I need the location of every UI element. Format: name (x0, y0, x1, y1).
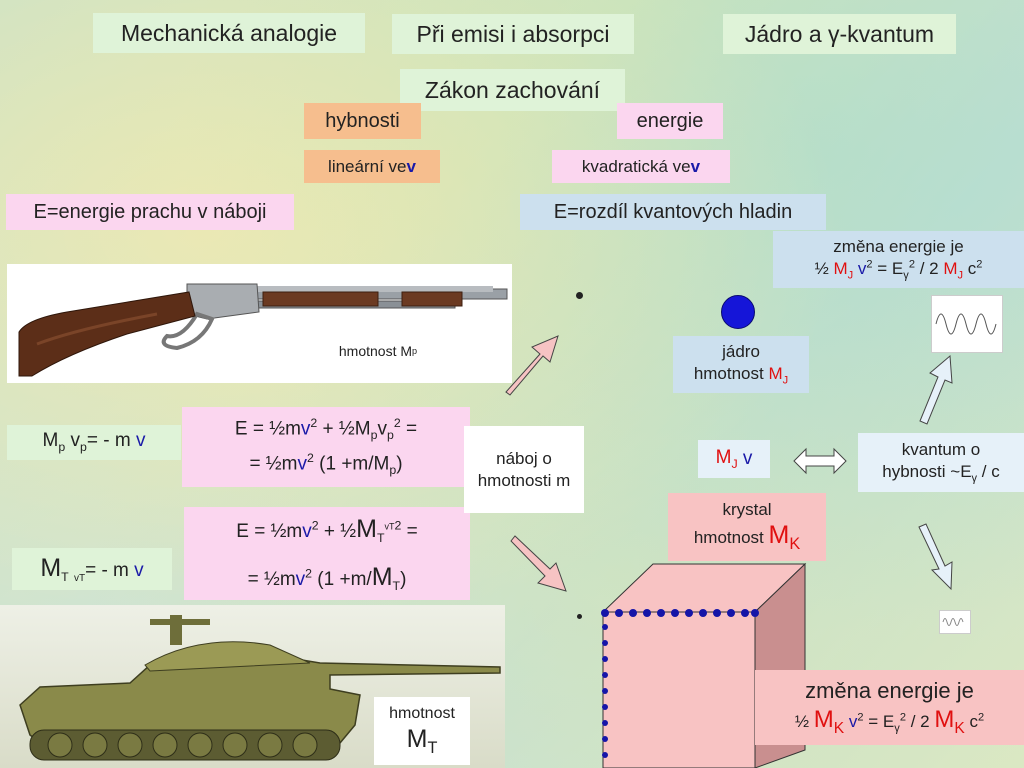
crystal-mass-symbol: MK (768, 521, 801, 554)
gamma-wave-small (939, 610, 971, 634)
nucleus-mass-symbol: MJ (768, 363, 789, 386)
gamma-wave-large (931, 295, 1003, 353)
rifle-momentum-eq: Mp vp= - m v (7, 425, 181, 460)
tank-energy-line2: = ½mv2 (1 +m/MT) (247, 562, 407, 593)
label-linear-v: v (406, 156, 416, 176)
label-momentum: hybnosti (304, 103, 421, 139)
rifle-energy-line1: E = ½mv2 + ½Mpvp2 = (234, 416, 418, 443)
label-quadratic-v: v (690, 156, 701, 176)
energy-change-crystal-title: změna energie je (805, 678, 974, 704)
label-quadratic: kvadratická ve v (552, 150, 730, 183)
tank-image: hmotnost MT (0, 605, 505, 768)
sine-wave-icon (935, 313, 997, 335)
nucleus-momentum-box: MJ v (698, 440, 770, 478)
projectile-dot-top (576, 292, 583, 299)
projectile-mass-text: náboj o hmotnosti m (477, 449, 571, 490)
arrow-up-to-wave-icon (919, 354, 953, 425)
header-emission-absorption-text: Při emisi i absorpci (416, 20, 610, 47)
tank-icon (19, 615, 501, 761)
energy-change-nucleus-title: změna energie je (833, 237, 964, 257)
quantum-label: kvantum o (901, 440, 981, 460)
crystal-mass: hmotnost MK (694, 520, 800, 554)
label-energy: energie (617, 103, 723, 139)
crystal-mass-box: krystal hmotnost MK (668, 493, 826, 561)
crystal-mass-text: hmotnost (693, 528, 769, 548)
label-quadratic-text: kvadratická ve (581, 156, 691, 176)
nucleus-circle (721, 295, 755, 329)
label-powder-energy: E=energie prachu v náboji (6, 194, 294, 230)
header-emission-absorption: Při emisi i absorpci (392, 14, 634, 54)
tank-energy-eq: E = ½mv2 + ½MTvT2 = = ½mv2 (1 +m/MT) (184, 507, 470, 600)
arrow-up-right-icon (505, 335, 559, 396)
tank-momentum-formula: MT vT= - m v (40, 553, 144, 584)
energy-change-crystal-formula: ½ MK v2 = Eγ2 / 2 MK c2 (794, 705, 985, 737)
label-linear: lineární ve v (304, 150, 440, 183)
double-arrow-icon (793, 447, 847, 475)
tank-mass-symbol: MT (406, 724, 438, 757)
arrow-down-right-icon (510, 535, 567, 592)
label-powder-energy-text: E=energie prachu v náboji (33, 200, 267, 223)
header-mechanical-analogy-text: Mechanická analogie (120, 19, 338, 46)
rifle-mass-text: hmotnost M (338, 343, 413, 360)
tank-mass-label: hmotnost (389, 704, 455, 722)
tank-momentum-eq: MT vT= - m v (12, 548, 172, 590)
quantum-momentum-line: hybnosti ~Eγ / c (882, 461, 1000, 484)
header-mechanical-analogy: Mechanická analogie (93, 13, 365, 53)
nucleus-momentum-mass: MJ (715, 446, 738, 471)
tank-mass-box: hmotnost MT (374, 697, 470, 765)
sine-wave-small-icon (942, 618, 964, 626)
header-conservation-law-text: Zákon zachování (424, 76, 601, 103)
projectile-mass-box: náboj o hmotnosti m (464, 426, 584, 513)
rifle-energy-line2: = ½mv2 (1 +m/Mp) (249, 451, 403, 478)
nucleus-mass: hmotnost MJ (694, 363, 788, 388)
rifle-momentum-formula: Mp vp= - m v (42, 430, 146, 455)
label-momentum-text: hybnosti (325, 109, 400, 132)
rifle-mass-sub: p (412, 346, 418, 357)
label-quantum-levels-text: E=rozdíl kvantových hladin (553, 200, 793, 223)
header-nucleus-gamma-text: Jádro a γ-kvantum (744, 20, 935, 47)
label-quantum-levels: E=rozdíl kvantových hladin (520, 194, 826, 230)
rifle-energy-eq: E = ½mv2 + ½Mpvp2 = = ½mv2 (1 +m/Mp) (182, 407, 470, 487)
crystal-label: krystal (722, 500, 772, 520)
nucleus-mass-box: jádro hmotnost MJ (673, 336, 809, 393)
label-linear-text: lineární ve (328, 156, 407, 176)
nucleus-label: jádro (722, 342, 760, 362)
energy-change-crystal: změna energie je ½ MK v2 = Eγ2 / 2 MK c2 (755, 670, 1024, 745)
quantum-momentum-text: hybnosti ~E (882, 461, 972, 481)
label-energy-text: energie (636, 109, 704, 132)
quantum-momentum-box: kvantum o hybnosti ~Eγ / c (858, 433, 1024, 492)
tank-energy-line1: E = ½mv2 + ½MTvT2 = (236, 515, 418, 545)
arrow-down-to-wave-icon (918, 523, 953, 591)
nucleus-mass-text: hmotnost (693, 363, 769, 383)
projectile-dot-bottom (577, 614, 582, 619)
crystal-cube (601, 562, 807, 768)
header-conservation-law: Zákon zachování (400, 69, 625, 111)
header-nucleus-gamma: Jádro a γ-kvantum (723, 14, 956, 54)
energy-change-nucleus-formula: ½ MJ v2 = Eγ2 / 2 MJ c2 (814, 257, 983, 281)
nucleus-momentum-v: v (742, 448, 753, 470)
energy-change-nucleus: změna energie je ½ MJ v2 = Eγ2 / 2 MJ c2 (773, 231, 1024, 288)
rifle-icon (18, 283, 508, 377)
